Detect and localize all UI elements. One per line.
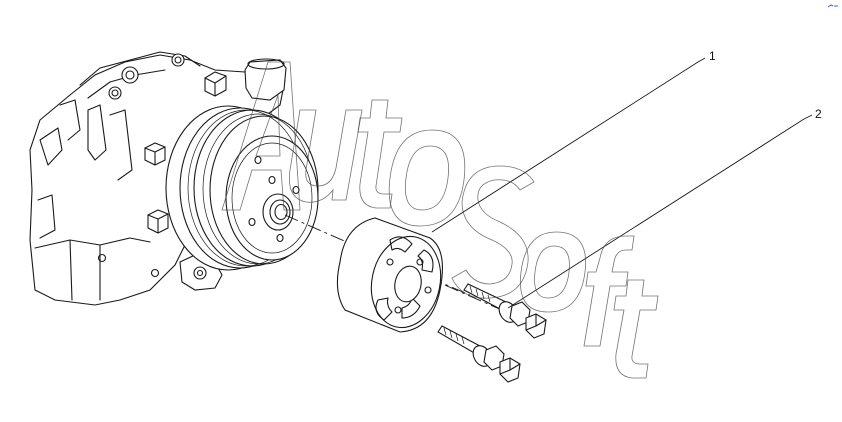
corner-mark-icon [827,4,838,8]
leader-line-2 [507,114,813,309]
pulley-hub [165,105,319,271]
part-2-bolt-lower [437,325,521,383]
callout-label-2: 2 [815,107,822,121]
leader-line-1 [431,57,706,233]
watermark-logo [221,61,659,379]
callout-label-1: 1 [709,49,716,63]
leader-lines [431,57,813,309]
part-1-coupling [336,217,443,333]
part-2-bolt-upper [463,283,547,339]
